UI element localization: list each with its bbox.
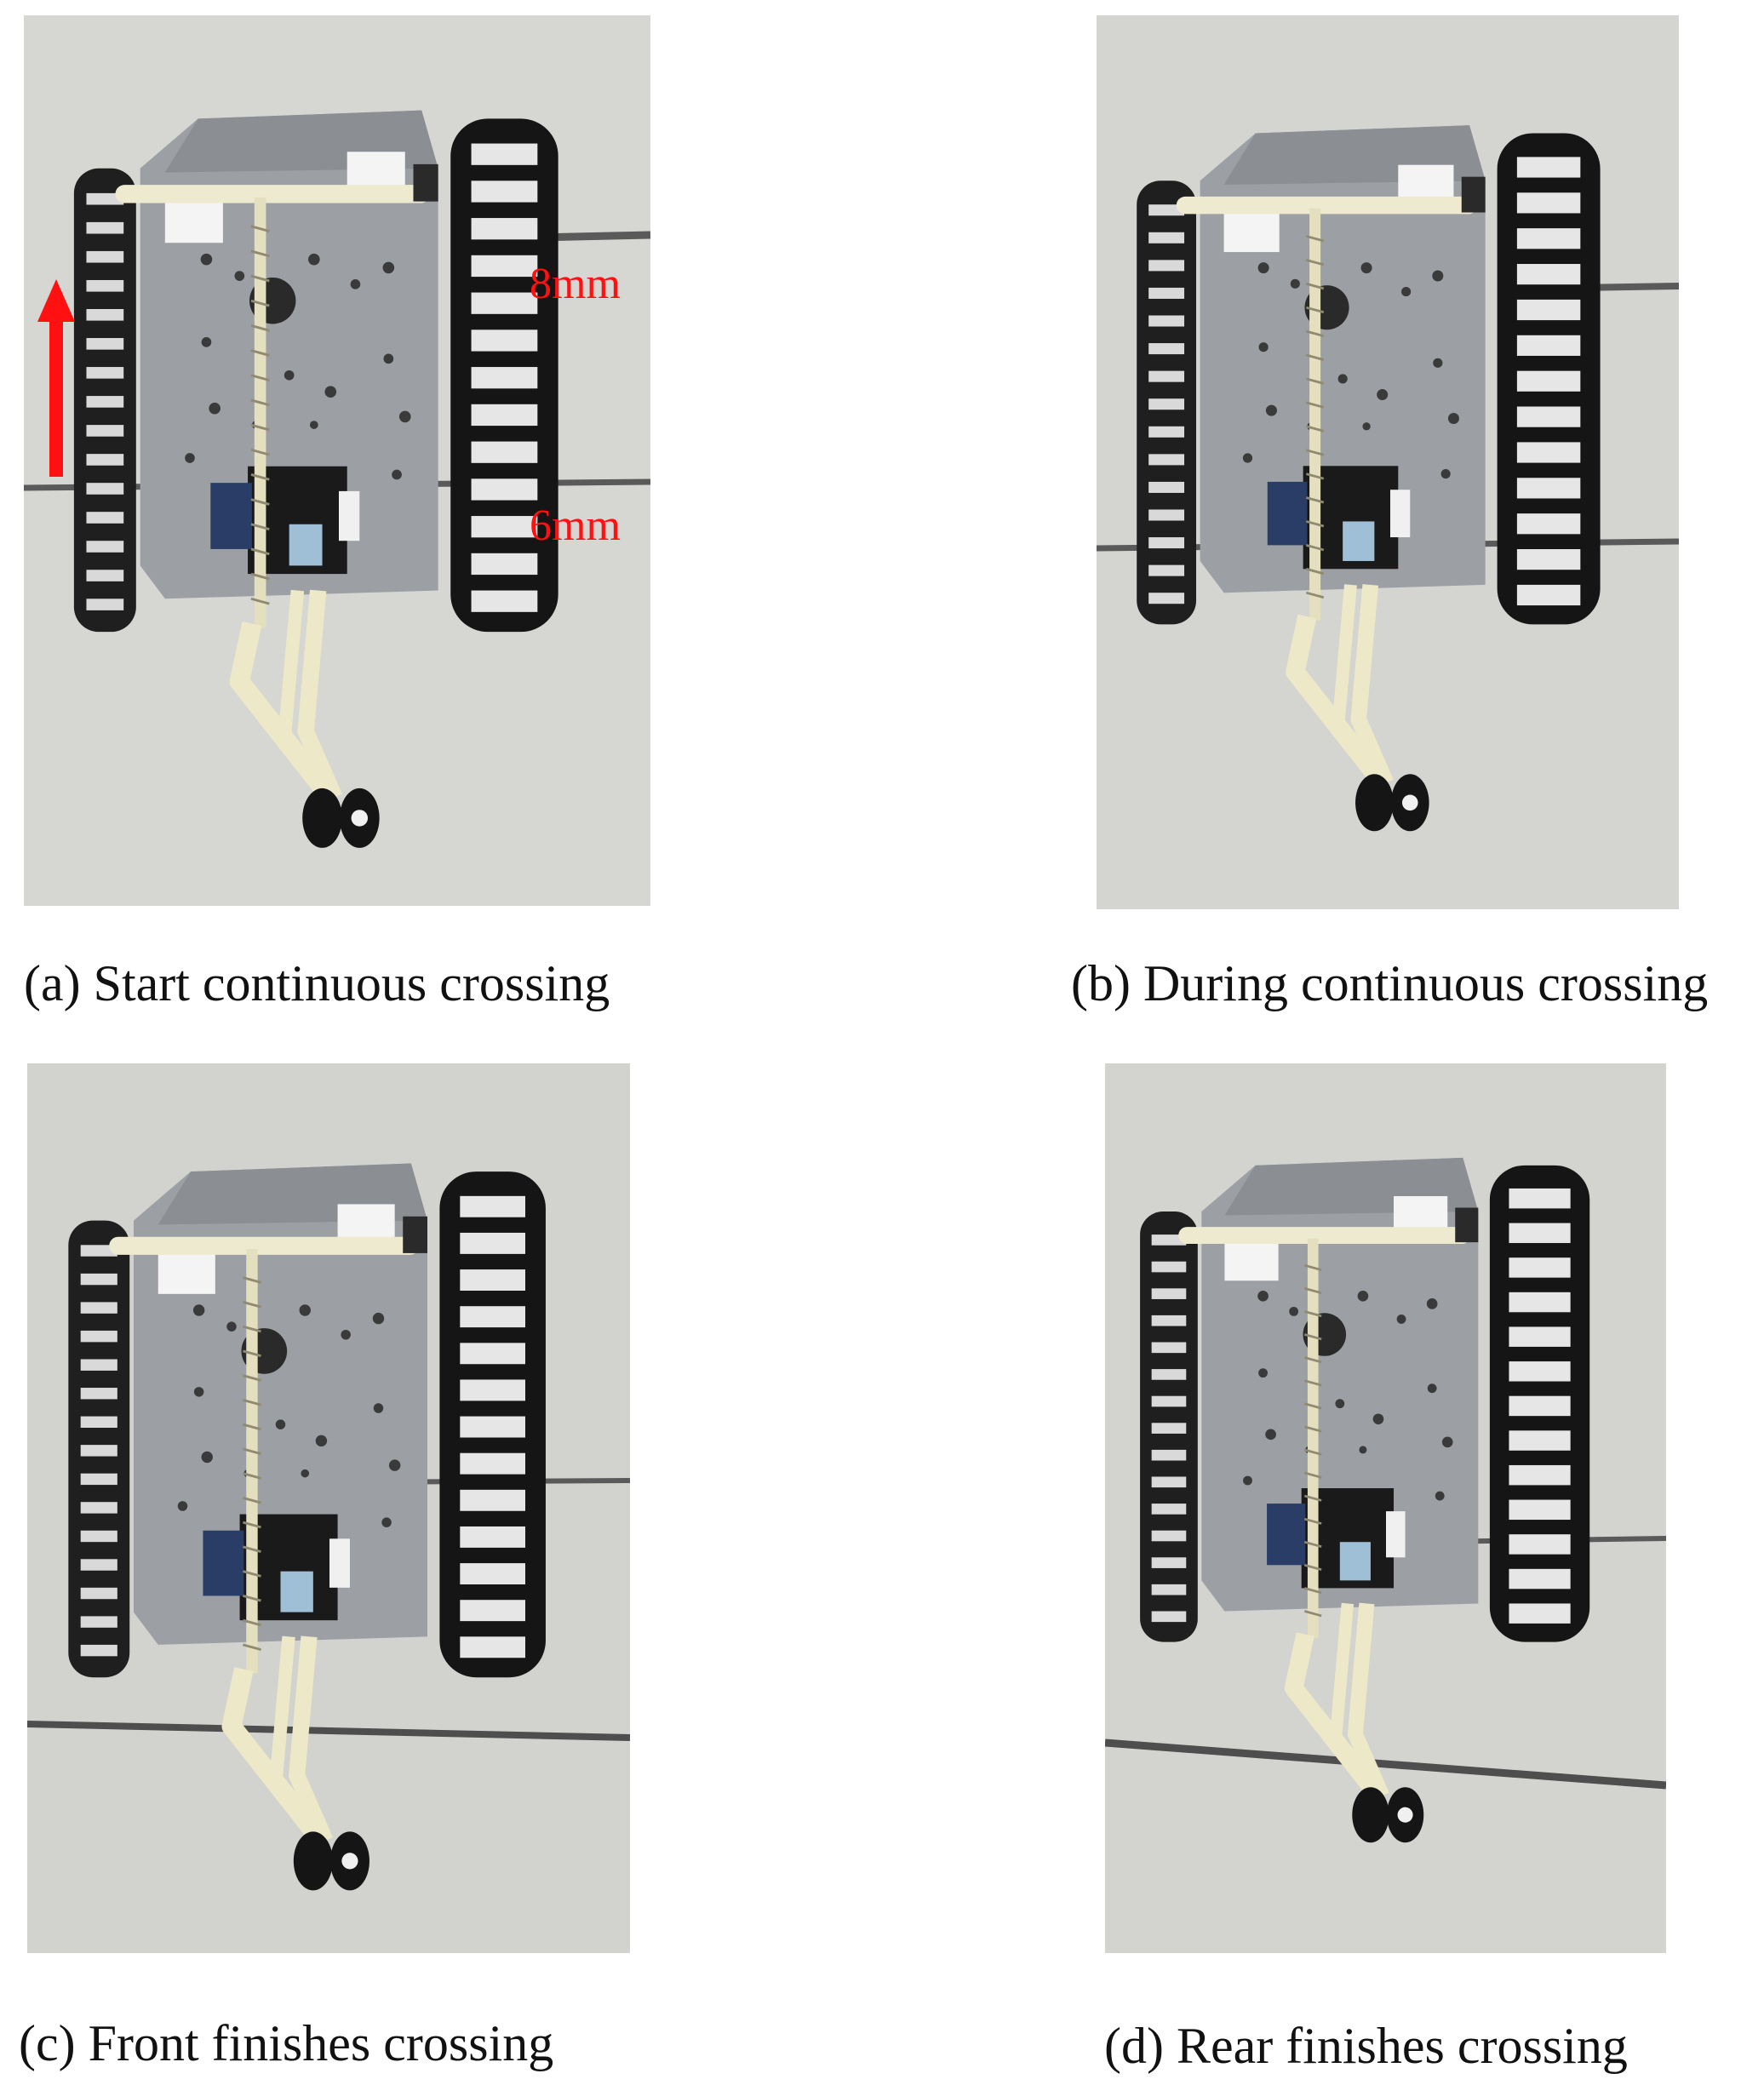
direction-arrow-icon: [37, 279, 75, 477]
photo-panel-b: [1097, 15, 1679, 909]
caption-d: (d) Rear finishes crossing: [1104, 2018, 1628, 2074]
label-8mm: 8mm: [530, 260, 621, 308]
photo-panel-c: [27, 1063, 630, 1953]
robot-photo-a: [24, 15, 650, 906]
robot-photo-d: [1105, 1063, 1666, 1953]
photo-panel-a: [24, 15, 650, 906]
lower-rod: [27, 1721, 630, 1741]
lower-rod: [1105, 1738, 1666, 1790]
caption-c: (c) Front finishes crossing: [19, 2015, 554, 2071]
photo-panel-d: [1105, 1063, 1666, 1953]
caption-b: (b) During continuous crossing: [1071, 955, 1709, 1011]
robot-photo-c: [27, 1063, 630, 1953]
caption-a: (a) Start continuous crossing: [24, 955, 610, 1011]
robot-photo-b: [1097, 15, 1679, 909]
label-6mm: 6mm: [530, 501, 621, 550]
